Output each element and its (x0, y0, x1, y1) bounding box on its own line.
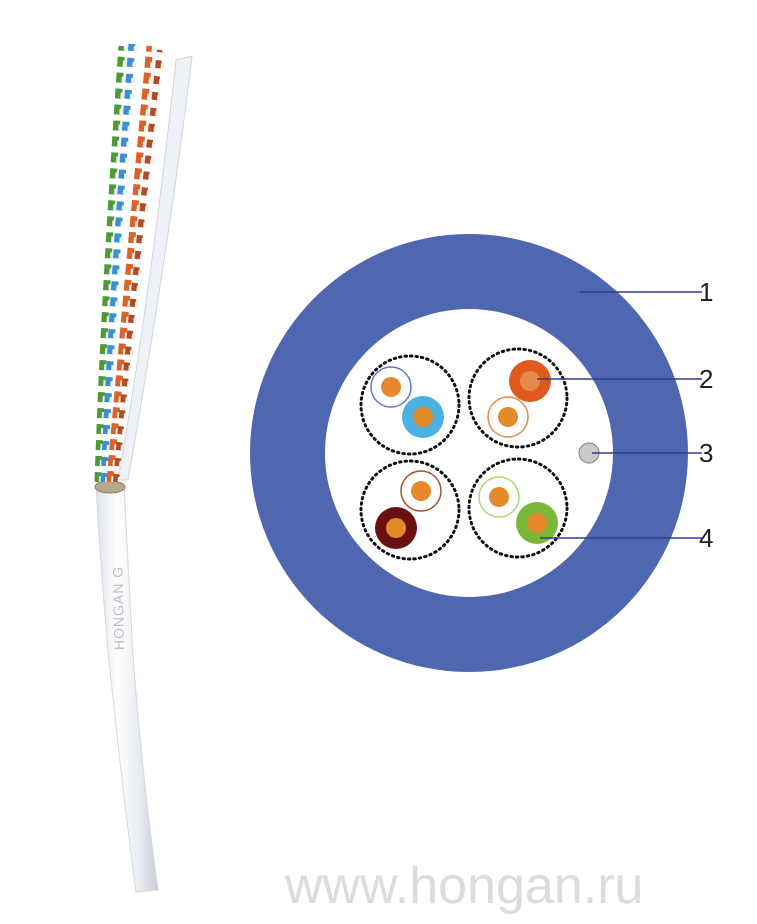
conductor (520, 371, 540, 391)
pair-group-brown (359, 459, 461, 561)
conductor (489, 487, 509, 507)
callouts: 1 2 3 4 (537, 277, 713, 553)
callout-number-1: 1 (699, 277, 713, 307)
pair-shield-outline (359, 459, 461, 561)
conductor (386, 518, 406, 538)
conductor (413, 407, 433, 427)
cable-cross-section (250, 234, 688, 672)
callout-number-2: 2 (699, 364, 713, 394)
wire-brown (113, 49, 163, 483)
watermark-text: www.hongan.ru (284, 857, 643, 915)
pair-group-green (467, 457, 569, 559)
conductor (411, 481, 431, 501)
cable-print-text: HONGAN G (110, 566, 127, 651)
cable-jacket-end (94, 480, 126, 494)
pair-shield-outline (359, 354, 461, 456)
cable-illustration: HONGAN G (94, 43, 193, 893)
callout-number-3: 3 (699, 438, 713, 468)
separator-film (117, 55, 193, 481)
conductor (527, 513, 547, 533)
pair-shield-outline (467, 457, 569, 559)
wire-blue (100, 43, 136, 483)
wire-green (94, 45, 126, 483)
callout-number-4: 4 (699, 523, 713, 553)
wire-orange (106, 45, 154, 483)
conductor (498, 407, 518, 427)
wire-blue-white (105, 43, 138, 483)
cable-jacket (95, 484, 159, 893)
pair-group-blue (359, 354, 461, 456)
exposed-twisted-pairs (94, 43, 193, 483)
conductor (381, 377, 401, 397)
pair-group-orange (467, 347, 569, 449)
inner-filler (325, 309, 613, 597)
wire-brown-white (117, 49, 166, 483)
pair-shield-outline (467, 347, 569, 449)
